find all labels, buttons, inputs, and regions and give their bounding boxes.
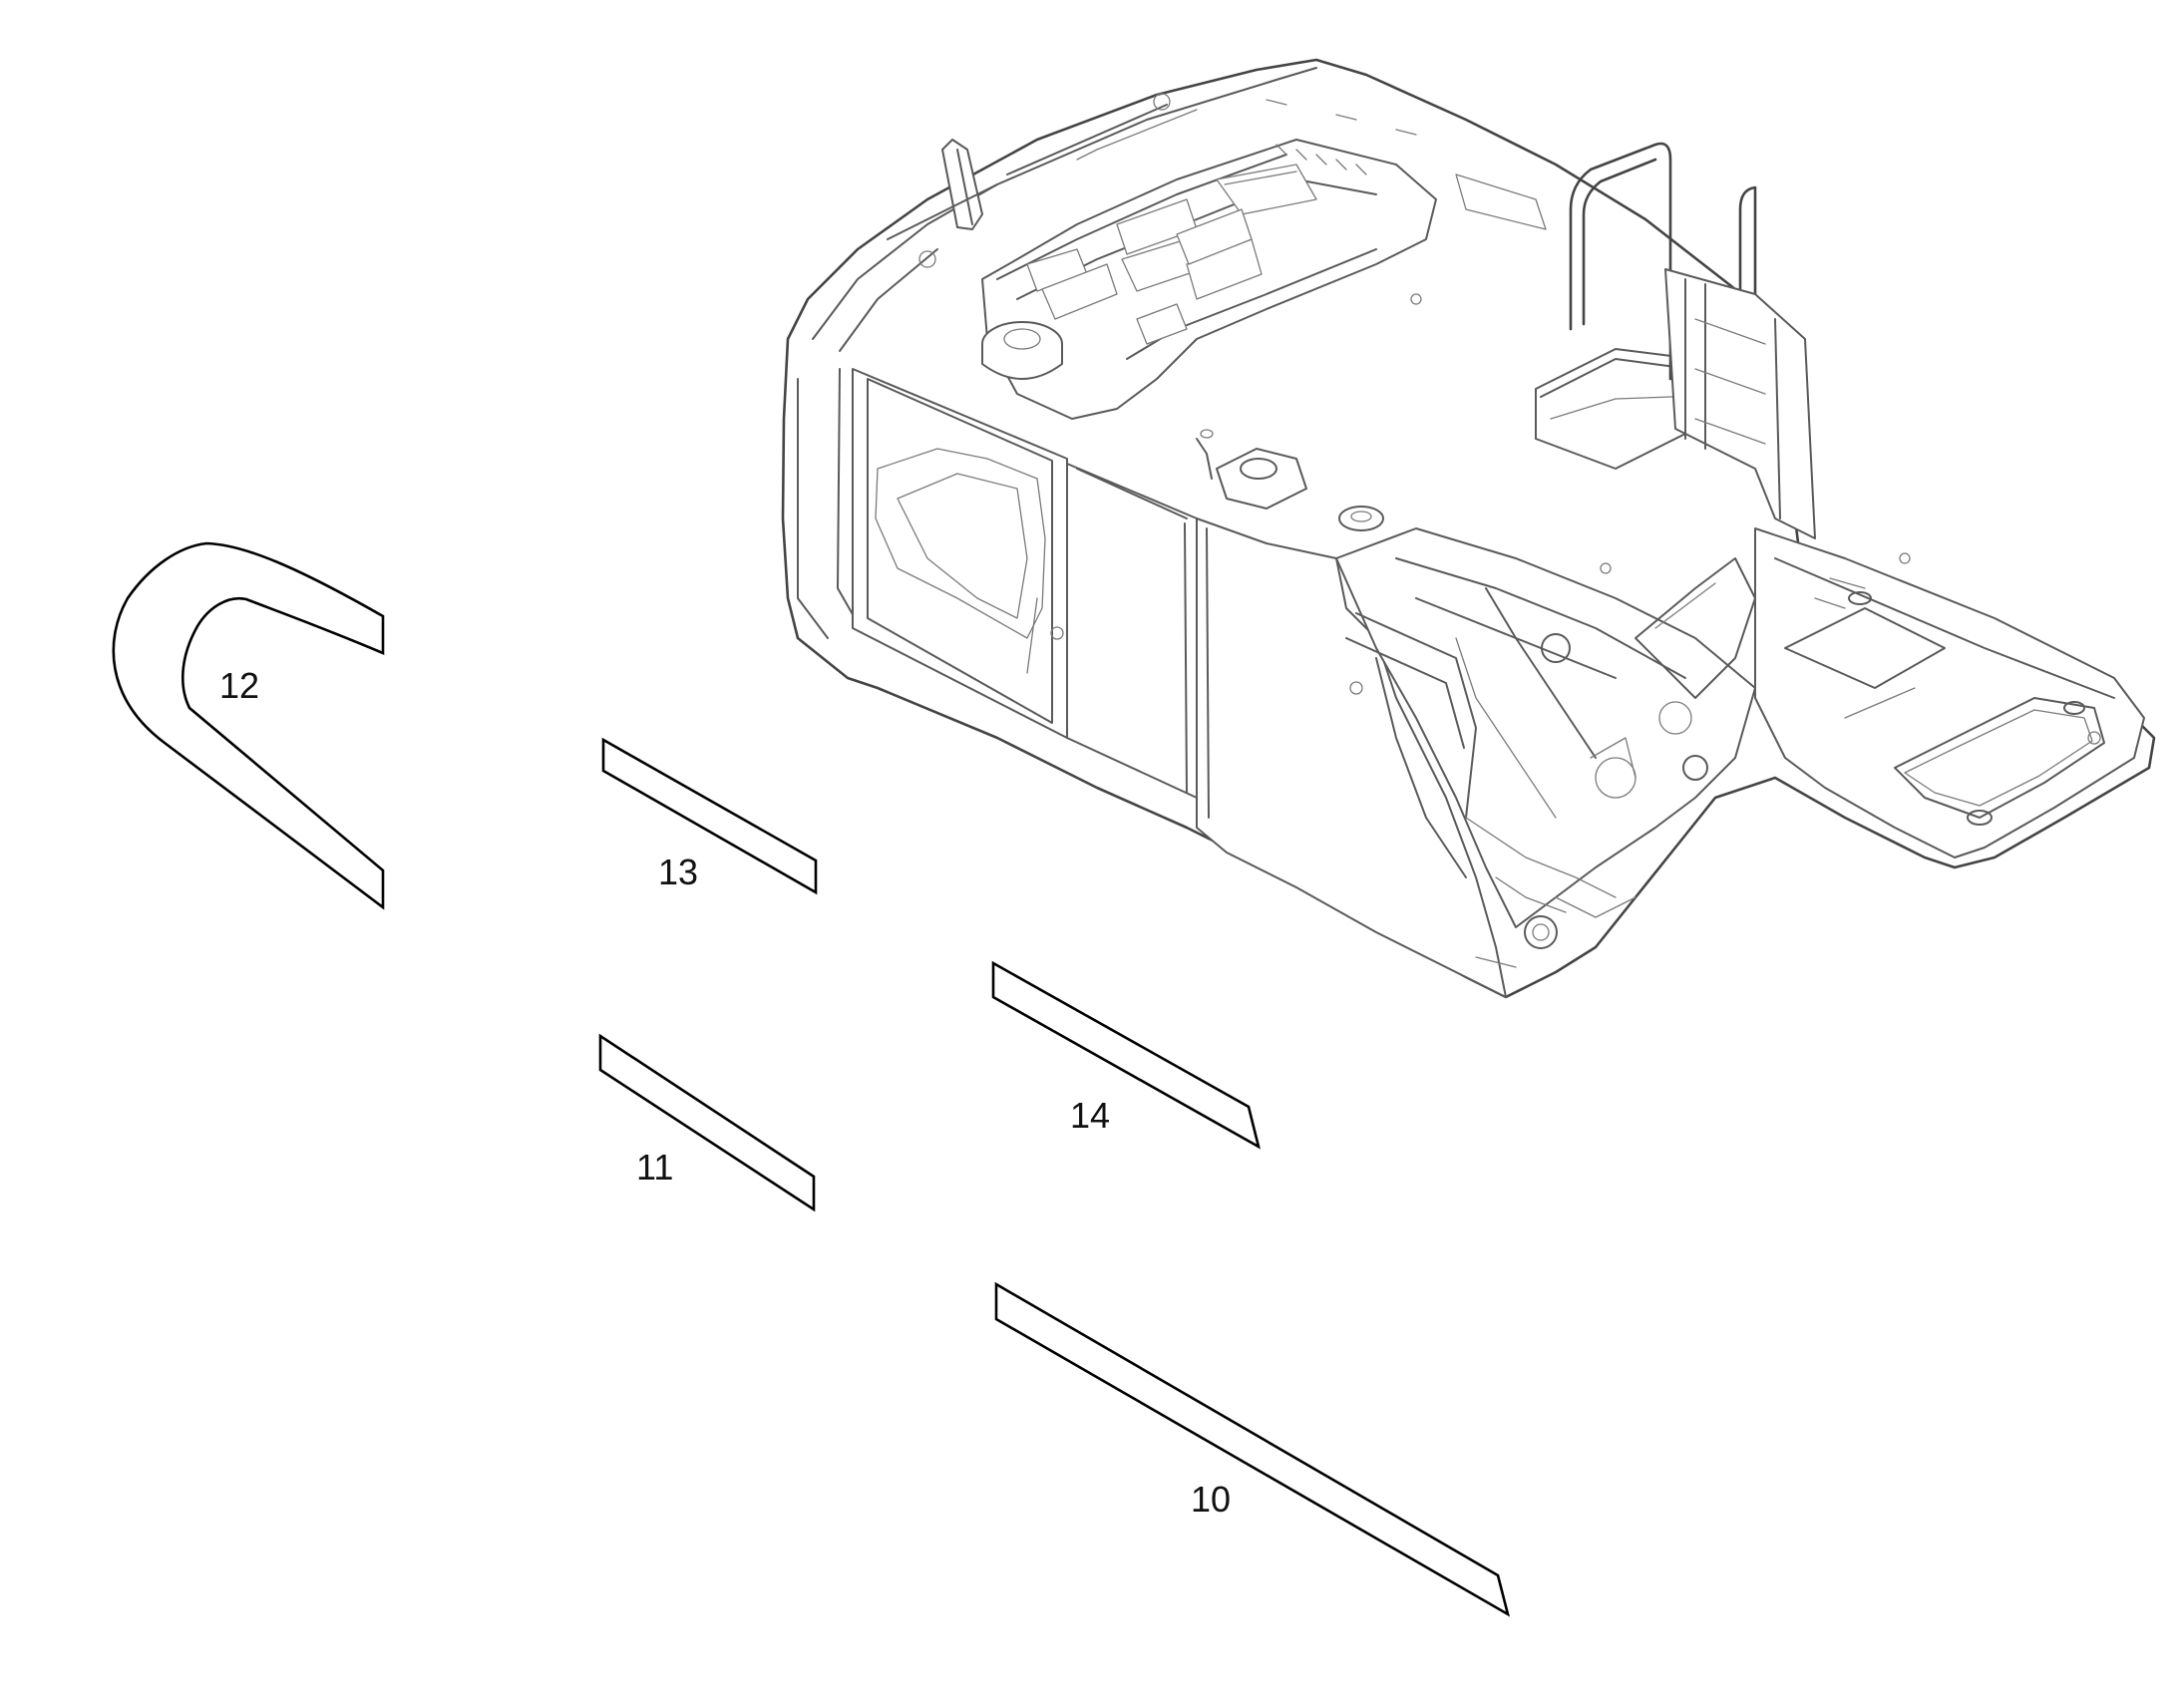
part-label-14: 14 <box>1070 1095 1110 1136</box>
decal-13 <box>601 737 818 895</box>
part-label-12: 12 <box>219 665 259 706</box>
part-label-13: 13 <box>658 852 698 892</box>
decal-14 <box>991 960 1261 1150</box>
part-label-10: 10 <box>1191 1479 1231 1520</box>
decal-10 <box>994 1281 1511 1617</box>
excavator-upper-structure-illustration <box>781 58 2156 999</box>
part-label-11: 11 <box>636 1147 673 1188</box>
hood-vents <box>1026 99 1547 345</box>
decal-12 <box>112 541 385 910</box>
decal-11 <box>598 1033 816 1212</box>
